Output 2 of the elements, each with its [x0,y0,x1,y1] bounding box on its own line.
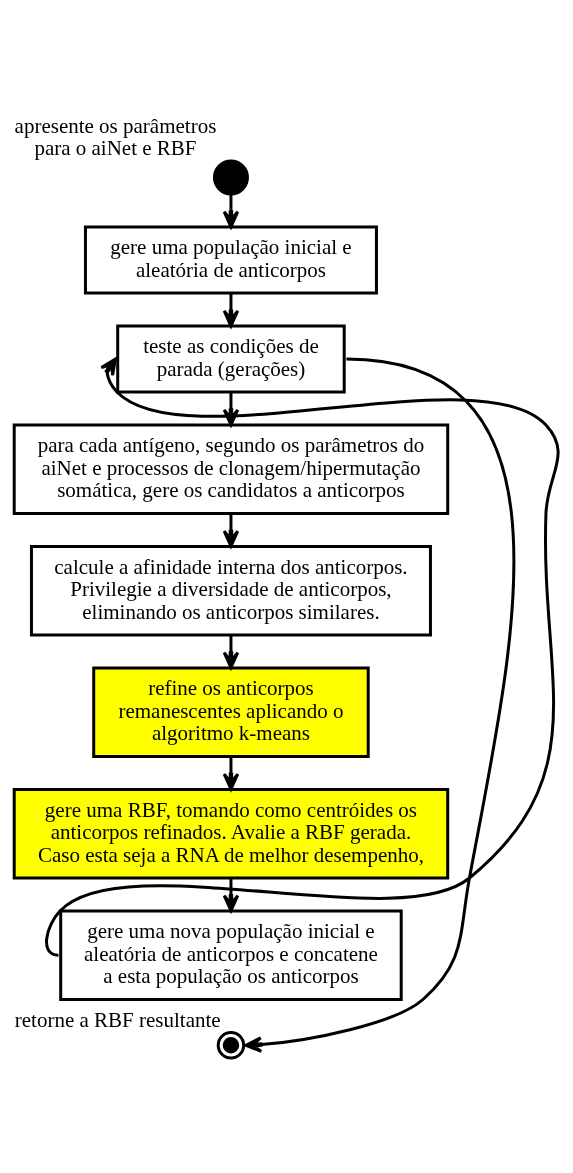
node-label: retorne a RBF resultante [14,1007,221,1032]
node-label: apresente os parâmetros para o aiNet e RBF [14,113,217,160]
